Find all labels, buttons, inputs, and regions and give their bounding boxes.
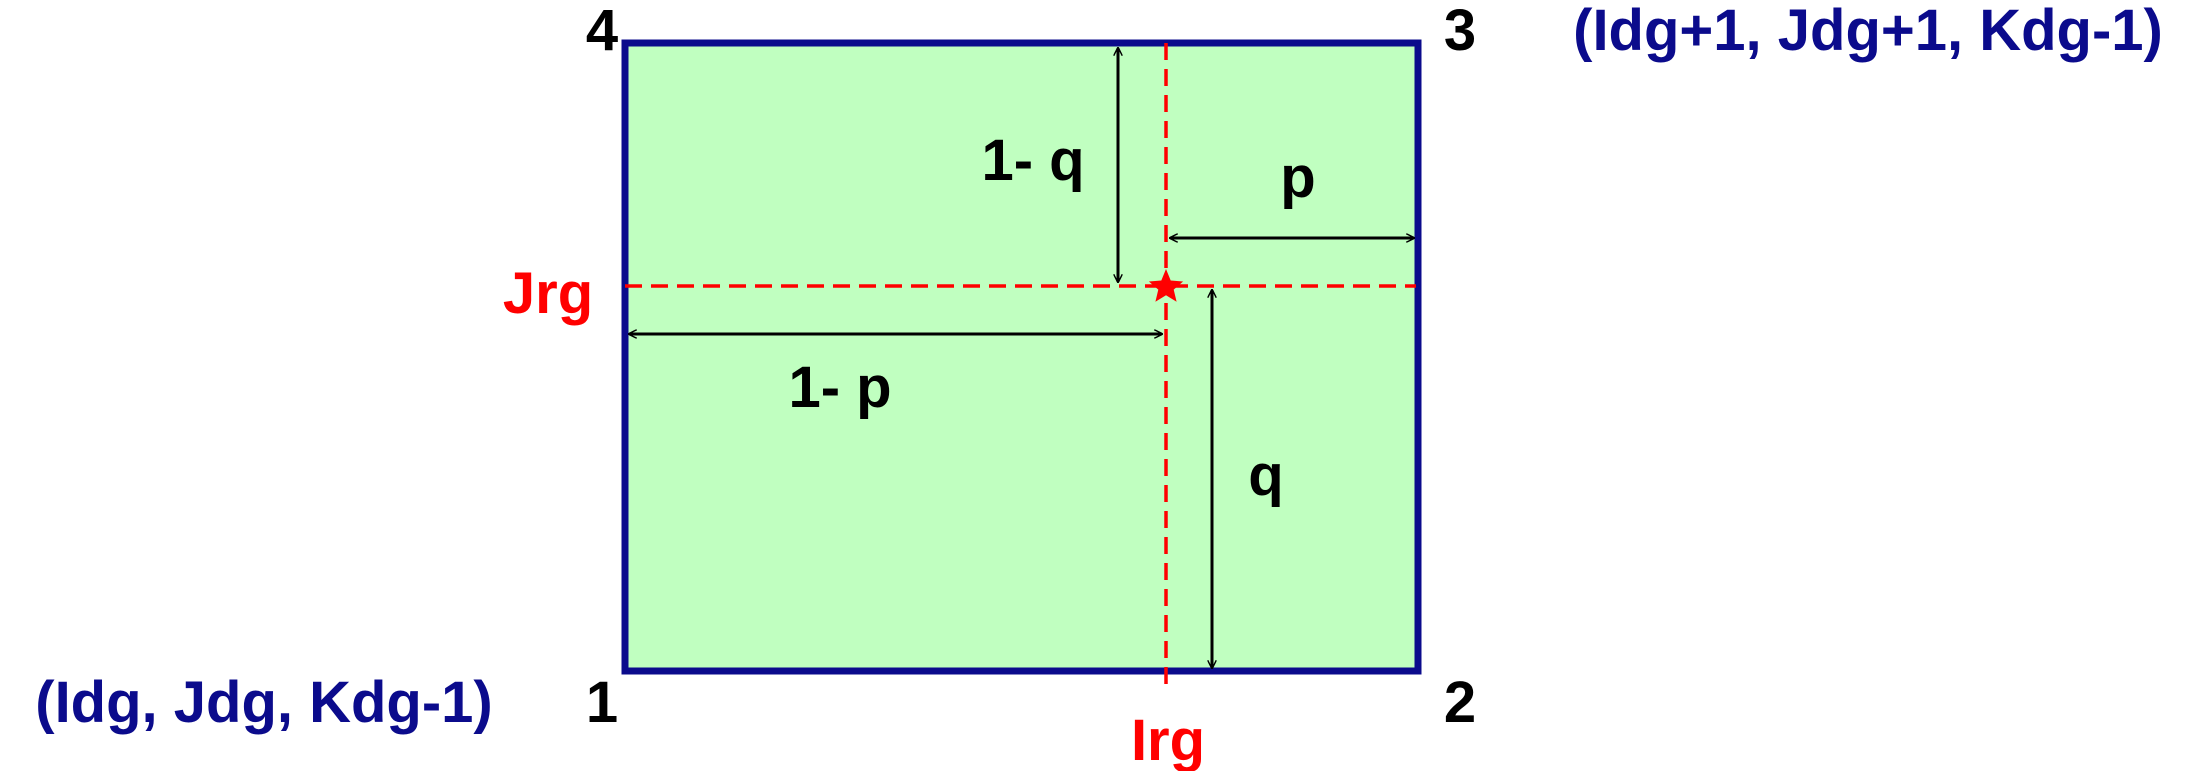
star-icon xyxy=(1148,269,1184,302)
p-label: p xyxy=(1280,145,1315,210)
corner-label-3: 3 xyxy=(1444,0,1476,63)
corner-label-4: 4 xyxy=(586,0,618,63)
one-minus-q-label: 1- q xyxy=(981,128,1084,193)
grid-cell xyxy=(621,39,1422,675)
q-label: q xyxy=(1248,443,1283,508)
top-right-coordinate-label: (Idg+1, Jdg+1, Kdg-1) xyxy=(1573,0,2163,63)
bottom-left-coordinate-label: (Idg, Jdg, Kdg-1) xyxy=(35,670,493,735)
corner-label-2: 2 xyxy=(1444,670,1476,735)
corner-label-1: 1 xyxy=(586,670,618,735)
one-minus-p-label: 1- p xyxy=(788,355,891,420)
jrg-label: Jrg xyxy=(503,261,593,326)
irg-label: Irg xyxy=(1131,708,1205,771)
